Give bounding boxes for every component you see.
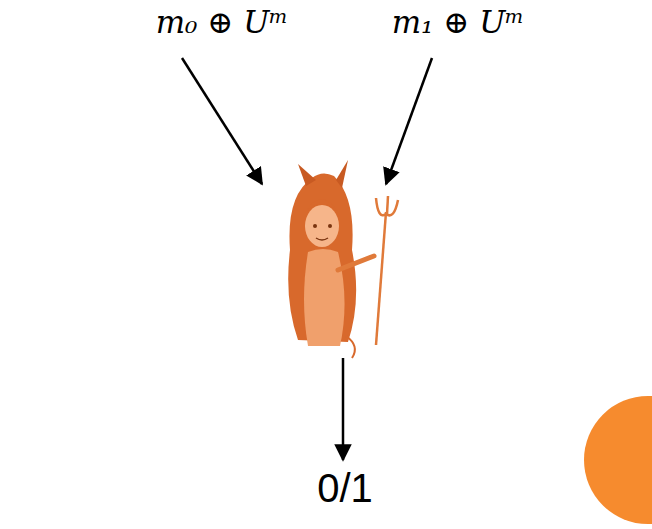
adversary-figure: [288, 160, 398, 358]
input-label: m₀ ⊕ Uᵐ: [156, 4, 289, 40]
output-arrow: [342, 358, 345, 460]
input-arrow: [182, 58, 262, 184]
input-label: m₁ ⊕ Uᵐ: [392, 4, 525, 40]
input-arrow: [386, 58, 432, 184]
output-label: 0/1: [317, 466, 373, 511]
decor-circle: [584, 396, 652, 524]
